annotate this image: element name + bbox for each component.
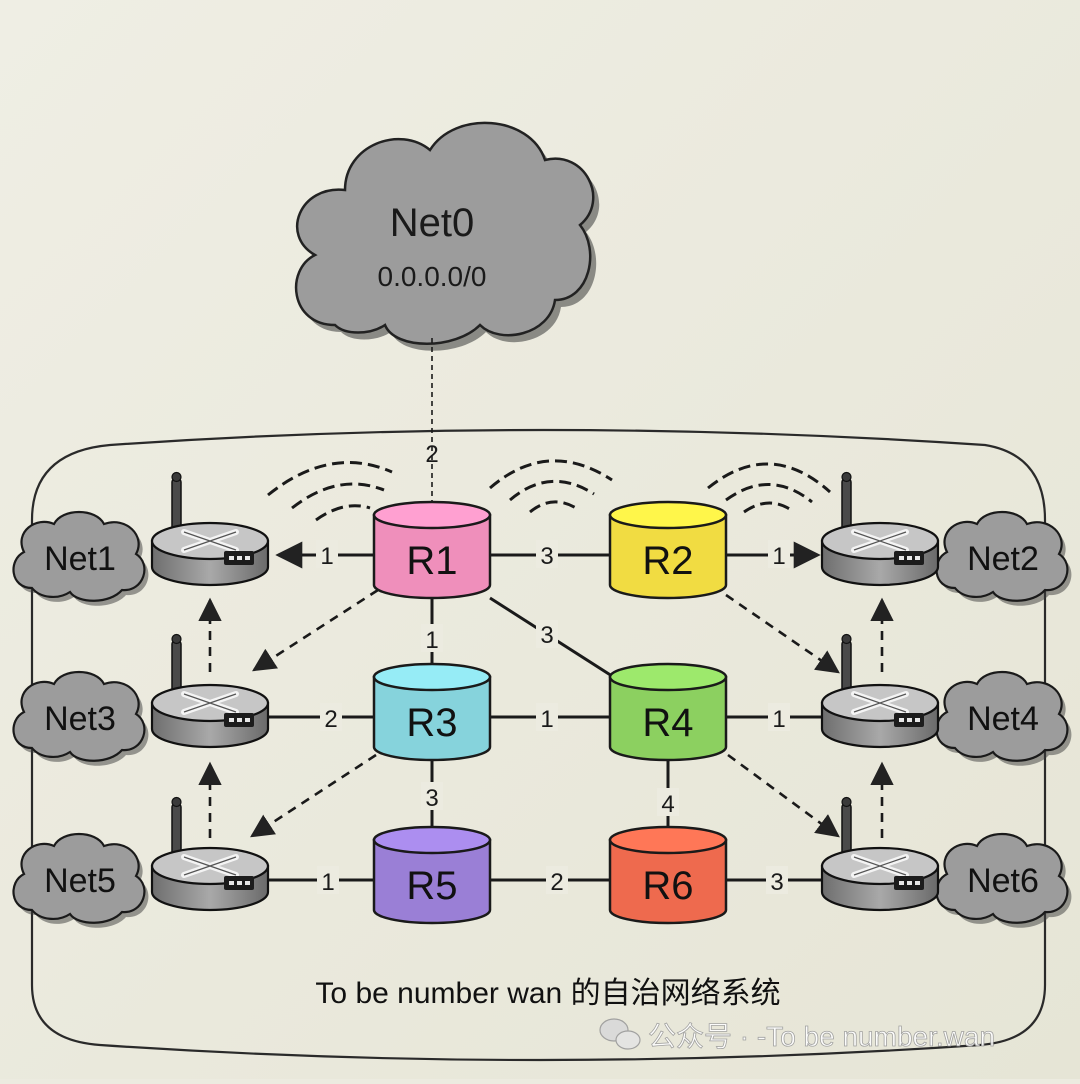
- cost-net0-r1: 2: [425, 441, 438, 468]
- cost-r4-r6: 4: [661, 791, 674, 818]
- network-cloud-net3: Net3: [12, 671, 149, 766]
- router-label: R5: [406, 864, 457, 908]
- network-label: Net6: [967, 862, 1039, 900]
- wechat-icon: [599, 1018, 641, 1050]
- network-cloud-net6: Net6: [935, 833, 1072, 928]
- router-r4: R4: [608, 662, 728, 762]
- route-r2-gw4: [725, 593, 840, 674]
- cost-r3-gw3: 2: [324, 706, 337, 733]
- cost-r5-r6: 2: [550, 869, 563, 896]
- gateway-router-icon: [150, 633, 270, 749]
- router-label: R6: [642, 864, 693, 908]
- cost-r6-gw6: 3: [770, 869, 783, 896]
- network-label: Net1: [44, 540, 116, 578]
- network-cloud-net5: Net5: [12, 833, 149, 928]
- gateway-router-icon: [820, 633, 940, 749]
- net0-prefix: 0.0.0.0/0: [378, 261, 487, 292]
- route-r1-gw3: [252, 588, 379, 672]
- router-label: R2: [642, 539, 693, 583]
- network-cloud-net2: Net2: [935, 511, 1072, 606]
- diagram-caption: To be number wan 的自治网络系统: [315, 977, 780, 1010]
- router-label: R1: [406, 539, 457, 583]
- cost-r5-gw5: 1: [321, 869, 334, 896]
- network-label: Net5: [44, 862, 116, 900]
- network-cloud-net1: Net1: [12, 511, 149, 606]
- cost-r4-gw4: 1: [772, 706, 785, 733]
- router-r2: R2: [608, 500, 728, 600]
- cost-r2-gw2: 1: [772, 543, 785, 570]
- network-label: Net2: [967, 540, 1039, 578]
- route-r4-gw6: [727, 753, 840, 838]
- gateway-router-icon: [150, 796, 270, 912]
- autonomous-system-boundary: [30, 428, 1047, 1062]
- route-r3-gw5: [250, 753, 377, 838]
- cost-r1-r4: 3: [540, 622, 553, 649]
- wifi-icon: [707, 462, 832, 514]
- cost-r3-r4: 1: [540, 706, 553, 733]
- watermark-text: 公众号 · -To be number.wan: [648, 1021, 995, 1052]
- router-r1: R1: [372, 500, 492, 600]
- network-label: Net3: [44, 700, 116, 738]
- cost-r3-r5: 3: [425, 785, 438, 812]
- net0-cloud: [294, 121, 600, 351]
- router-r5: R5: [372, 825, 492, 925]
- wireless-signal-icons: [267, 459, 832, 522]
- cost-r1-r3: 1: [425, 627, 438, 654]
- wifi-icon: [267, 461, 393, 522]
- gateway-router-icon: [820, 471, 940, 587]
- router-label: R3: [406, 701, 457, 745]
- router-r6: R6: [608, 825, 728, 925]
- router-label: R4: [642, 701, 693, 745]
- router-r3: R3: [372, 662, 492, 762]
- net0-label: Net0: [390, 201, 475, 245]
- wifi-icon: [489, 459, 613, 514]
- gateway-router-icon: [150, 471, 270, 587]
- gateway-router-icon: [820, 796, 940, 912]
- cost-r1-r2: 3: [540, 543, 553, 570]
- network-label: Net4: [967, 700, 1039, 738]
- watermark: 公众号 · -To be number.wan: [599, 1018, 995, 1052]
- cost-r1-gw1: 1: [320, 543, 333, 570]
- network-cloud-net4: Net4: [935, 671, 1072, 766]
